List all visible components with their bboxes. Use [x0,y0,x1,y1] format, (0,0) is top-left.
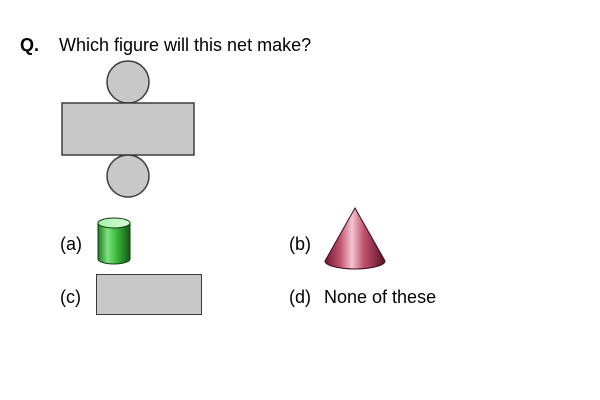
cylinder-net-figure [61,60,195,198]
option-d-text[interactable]: None of these [324,287,437,307]
option-d-label[interactable]: (d) [289,287,311,307]
net-bottom-circle [106,154,150,198]
option-c-rectangle-icon[interactable] [96,274,202,315]
question-text: Which figure will this net make? [59,35,312,55]
question-label: Q. [20,35,40,55]
option-a-cylinder-icon[interactable] [94,215,134,267]
net-top-circle [106,60,150,104]
net-rectangle [61,102,195,156]
option-b-label[interactable]: (b) [289,234,311,254]
option-c-label[interactable]: (c) [60,287,81,307]
option-a-label[interactable]: (a) [60,234,82,254]
option-b-cone-icon[interactable] [322,205,388,273]
